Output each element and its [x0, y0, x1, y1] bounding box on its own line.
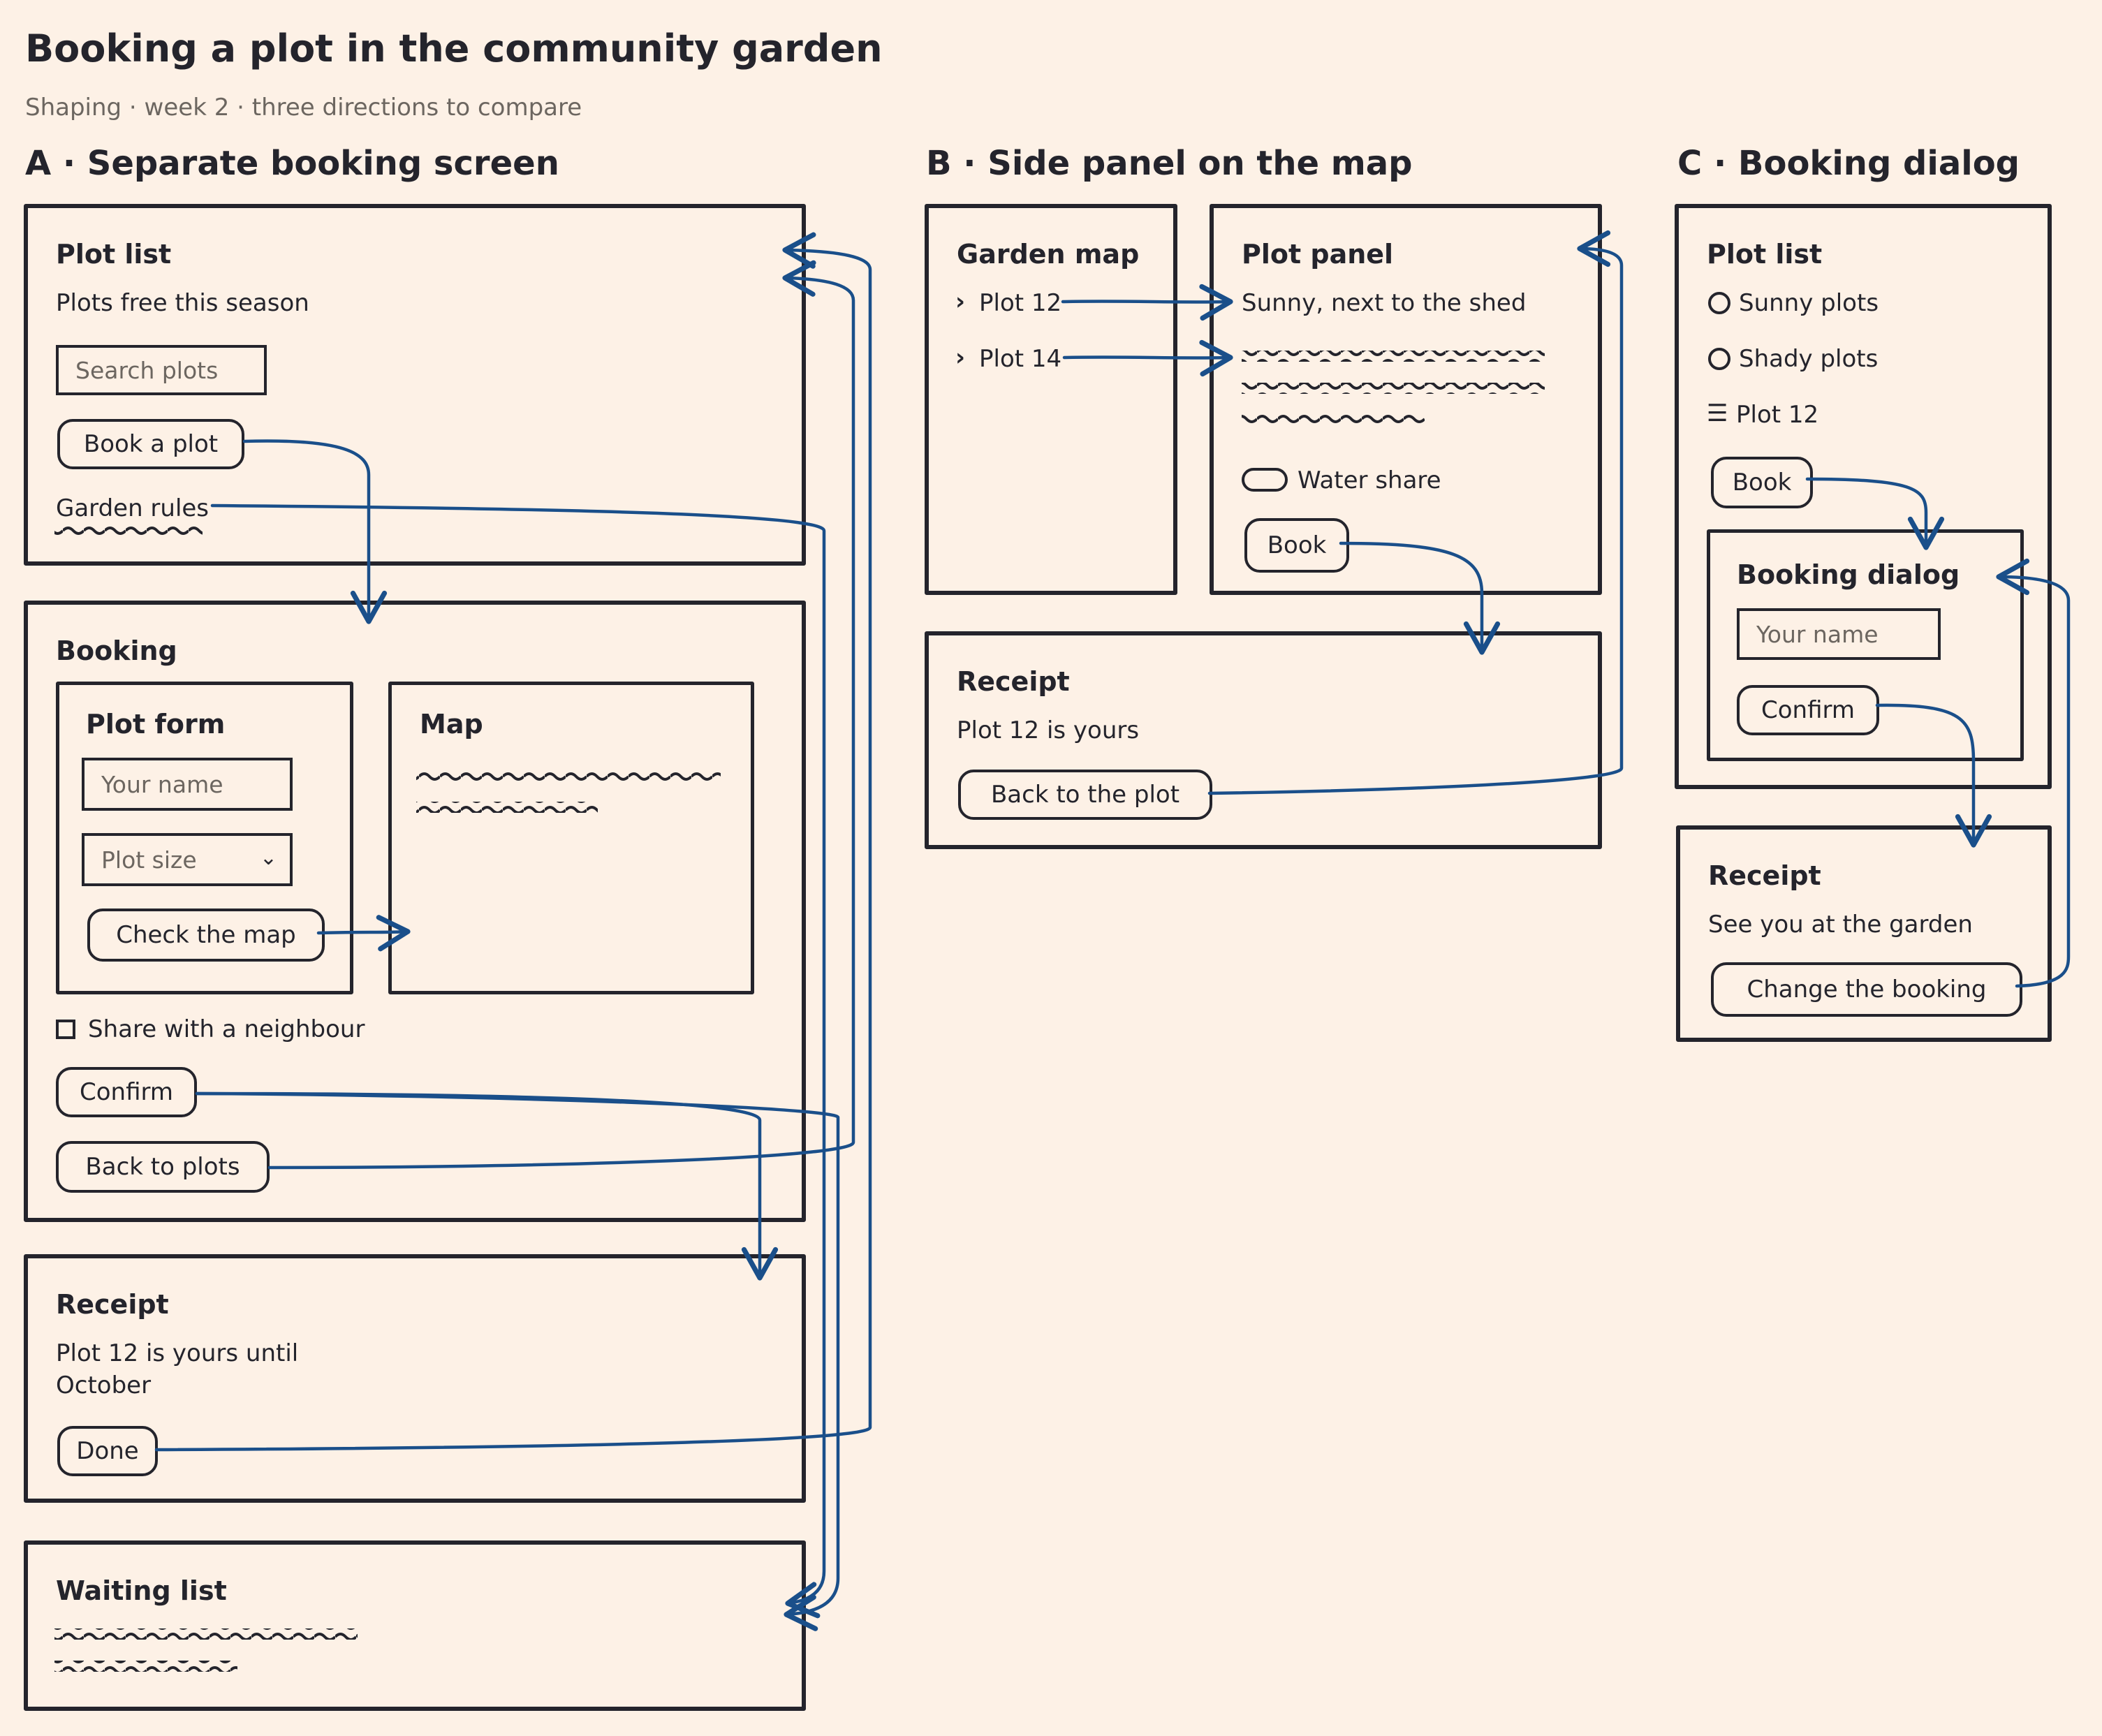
c-radio-shady[interactable] — [1708, 348, 1730, 370]
chevron-down-icon: ⌄ — [259, 846, 277, 870]
a-receipt-title: Receipt — [56, 1289, 169, 1320]
direction-b-heading: B · Side panel on the map — [926, 144, 1413, 183]
b-garden-map-title: Garden map — [957, 239, 1140, 270]
a-map-panel: Map — [388, 682, 754, 994]
page-title: Booking a plot in the community garden — [25, 27, 883, 71]
c-book-button[interactable]: Book — [1711, 457, 1813, 508]
a-plot-list-screen: Plot list Plots free this season Search … — [24, 204, 806, 566]
c-plot-12-item[interactable]: Plot 12 — [1736, 401, 1819, 429]
a-waiting-list-screen: Waiting list — [24, 1540, 806, 1711]
a-booking-title: Booking — [56, 635, 177, 666]
a-plot-list-title: Plot list — [56, 239, 172, 270]
a-book-plot-button[interactable]: Book a plot — [57, 419, 244, 469]
b-plot-panel-text: Sunny, next to the shed — [1242, 289, 1527, 317]
chevron-right-icon: › — [955, 344, 966, 372]
b-book-button[interactable]: Book — [1244, 518, 1349, 573]
c-plot-list-title: Plot list — [1707, 239, 1823, 270]
a-plot-list-text: Plots free this season — [56, 289, 309, 317]
a-plot-form: Plot form Your name Plot size ⌄ Check th… — [56, 682, 353, 994]
b-receipt-text: Plot 12 is yours — [957, 716, 1140, 744]
a-share-checkbox[interactable] — [56, 1020, 75, 1039]
a-receipt-screen: Receipt Plot 12 is yours until October D… — [24, 1254, 806, 1503]
a-plot-form-title: Plot form — [86, 709, 226, 740]
c-booking-dialog: Booking dialog Your name Confirm — [1707, 529, 2024, 761]
a-garden-rules-link[interactable]: Garden rules — [56, 494, 210, 522]
c-receipt-title: Receipt — [1708, 860, 1821, 891]
a-back-to-plots-button[interactable]: Back to plots — [56, 1141, 270, 1193]
chevron-right-icon: › — [955, 288, 966, 316]
a-share-label: Share with a neighbour — [88, 1015, 365, 1043]
page-subtitle: Shaping · week 2 · three directions to c… — [25, 94, 582, 122]
c-dialog-title: Booking dialog — [1737, 559, 1960, 590]
a-name-input[interactable]: Your name — [82, 758, 293, 811]
c-plot-list-screen: Plot list Sunny plots Shady plots ☰ Plot… — [1675, 204, 2052, 789]
direction-c-heading: C · Booking dialog — [1677, 144, 2020, 183]
a-receipt-text-line2: October — [56, 1371, 152, 1399]
a-waiting-list-title: Waiting list — [56, 1575, 227, 1606]
b-receipt-screen: Receipt Plot 12 is yours Back to the plo… — [925, 631, 1602, 849]
c-radio-sunny[interactable] — [1708, 292, 1730, 314]
a-check-map-button[interactable]: Check the map — [87, 909, 325, 962]
direction-a-heading: A · Separate booking screen — [25, 144, 559, 183]
a-receipt-text-line1: Plot 12 is yours until — [56, 1339, 299, 1367]
c-option-shady: Shady plots — [1739, 345, 1879, 373]
c-option-sunny: Sunny plots — [1739, 289, 1879, 317]
c-change-booking-button[interactable]: Change the booking — [1711, 962, 2022, 1017]
c-name-input[interactable]: Your name — [1737, 608, 1941, 660]
a-plot-size-value: Plot size — [101, 846, 197, 874]
b-water-share-toggle[interactable] — [1242, 468, 1288, 492]
b-receipt-title: Receipt — [957, 666, 1070, 697]
c-receipt-text: See you at the garden — [1708, 911, 1973, 939]
a-plot-size-select[interactable]: Plot size ⌄ — [82, 833, 293, 886]
b-map-item-plot-14[interactable]: Plot 14 — [979, 345, 1062, 373]
c-receipt-screen: Receipt See you at the garden Change the… — [1676, 825, 2052, 1042]
a-search-input[interactable]: Search plots — [56, 345, 267, 395]
a-map-title: Map — [420, 709, 483, 740]
a-done-button[interactable]: Done — [57, 1426, 158, 1476]
b-water-share-label: Water share — [1298, 466, 1441, 494]
a-confirm-button[interactable]: Confirm — [56, 1067, 197, 1117]
b-garden-map: Garden map › Plot 12 › Plot 14 — [925, 204, 1177, 595]
b-plot-panel: Plot panel Sunny, next to the shed Water… — [1210, 204, 1602, 595]
c-confirm-button[interactable]: Confirm — [1737, 685, 1879, 735]
b-plot-panel-title: Plot panel — [1242, 239, 1394, 270]
b-back-to-plot-button[interactable]: Back to the plot — [958, 770, 1212, 820]
a-booking-screen: Booking Plot form Your name Plot size ⌄ … — [24, 601, 806, 1222]
b-map-item-plot-12[interactable]: Plot 12 — [979, 289, 1062, 317]
list-icon: ☰ — [1707, 399, 1728, 427]
